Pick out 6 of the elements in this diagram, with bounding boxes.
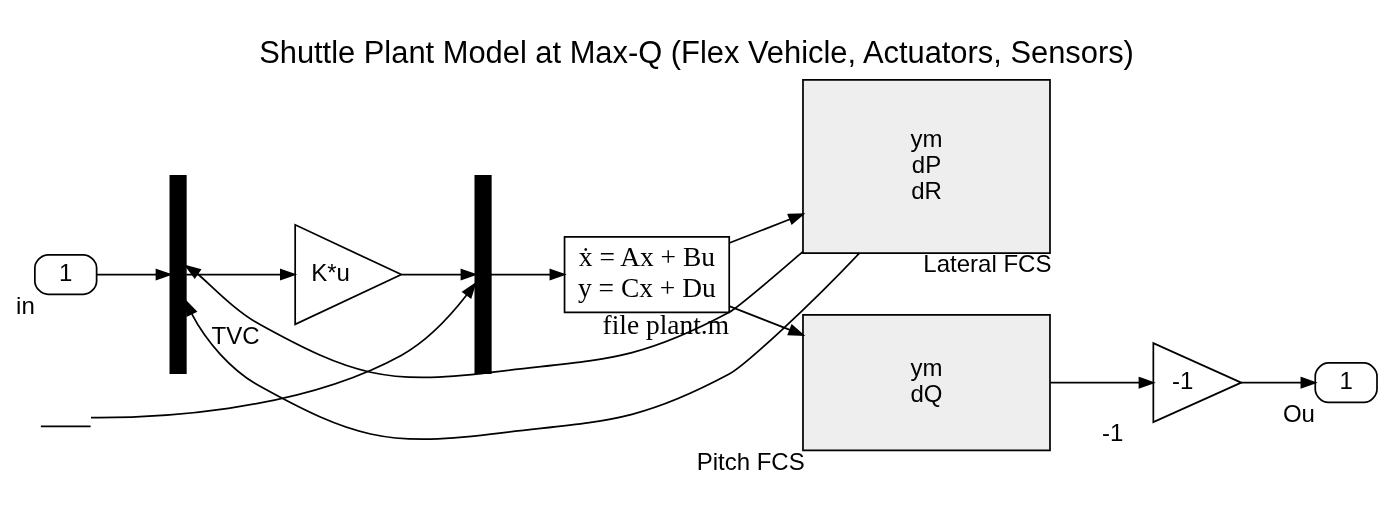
node-label: TVC (211, 321, 260, 349)
diagram-title: Shuttle Plant Model at Max-Q (Flex Vehicle, Actuators, Sensors) (259, 35, 1134, 71)
node-label: Ou (1282, 399, 1315, 427)
node-label: Pitch FCS (696, 447, 805, 475)
node-label: in (16, 291, 35, 319)
node-label: -1 (1101, 419, 1124, 447)
